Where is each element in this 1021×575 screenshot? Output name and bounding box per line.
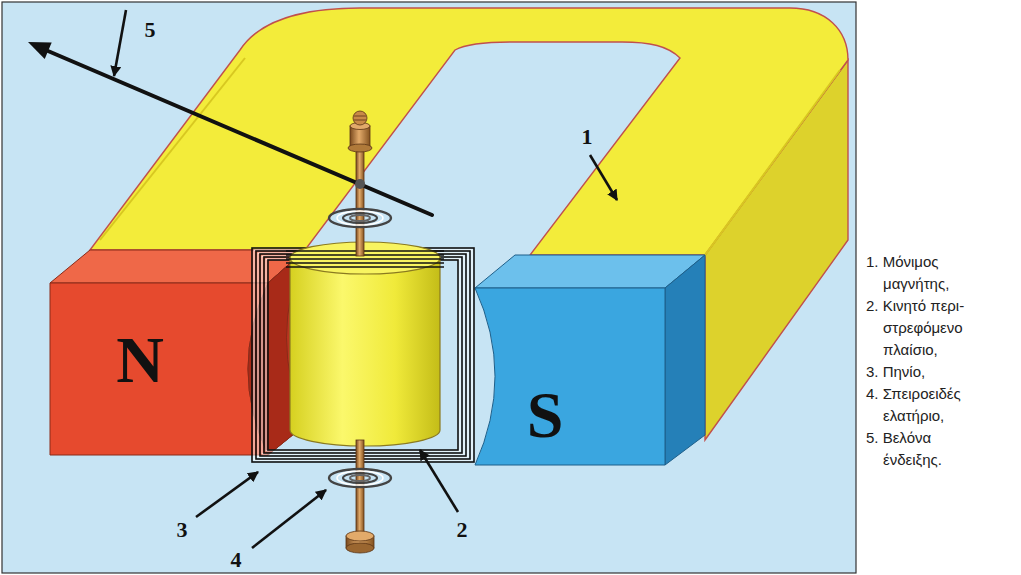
south-pole-block bbox=[475, 255, 705, 465]
callout-number: 3 bbox=[177, 517, 188, 542]
spiral-spring bbox=[350, 215, 370, 221]
permanent-magnet bbox=[90, 8, 848, 255]
bottom-nut bbox=[346, 531, 374, 541]
callout-holder: 5 bbox=[145, 19, 156, 41]
part-name: 1. Μόνιμος μαγνήτης, bbox=[866, 251, 986, 295]
coil-windings bbox=[252, 248, 474, 462]
coil-top-wires bbox=[286, 266, 444, 267]
bottom-nut bbox=[346, 531, 374, 553]
callout-arrows bbox=[196, 472, 258, 517]
coil-windings bbox=[262, 256, 464, 454]
callout-number: 4 bbox=[231, 547, 242, 572]
spiral-spring bbox=[350, 475, 370, 481]
bottom-nut bbox=[346, 543, 374, 553]
coil-windings bbox=[256, 251, 470, 459]
callout-holder: 4 bbox=[231, 549, 242, 571]
permanent-magnet bbox=[700, 70, 840, 262]
pointer-needle bbox=[28, 42, 432, 215]
callout-holder: 3 bbox=[177, 519, 188, 541]
spiral-spring bbox=[343, 213, 377, 223]
top-nut bbox=[348, 144, 372, 152]
coil-windings bbox=[252, 248, 474, 462]
moving-frame-core bbox=[290, 242, 440, 274]
coil-windings bbox=[266, 259, 460, 451]
parts-list: 1. Μόνιμος μαγνήτης,2. Κινητό περι- στρε… bbox=[866, 251, 986, 471]
coil-windings bbox=[264, 257, 462, 453]
spiral-spring bbox=[329, 469, 391, 487]
top-nut bbox=[348, 111, 372, 152]
pointer-needle bbox=[355, 179, 365, 189]
spiral-spring bbox=[343, 473, 377, 483]
coil-windings bbox=[260, 254, 466, 456]
south-pole-block bbox=[475, 288, 665, 465]
shaft bbox=[356, 440, 364, 542]
pole-letter: N bbox=[116, 327, 164, 393]
spiral-spring bbox=[337, 211, 383, 225]
callout-number: 1 bbox=[582, 124, 593, 149]
callout-arrows bbox=[590, 155, 617, 200]
spiral-spring bbox=[337, 471, 383, 485]
top-nut bbox=[353, 111, 367, 125]
coil-windings bbox=[254, 250, 472, 460]
part-name: 4. Σπειροειδές ελατήριο, bbox=[866, 383, 986, 427]
coil-top-wires bbox=[286, 258, 444, 259]
callout-holder: 1 bbox=[582, 126, 593, 148]
coil-top-wires bbox=[286, 254, 444, 255]
moving-frame-core bbox=[290, 258, 440, 446]
callout-number: 2 bbox=[457, 517, 468, 542]
permanent-magnet bbox=[100, 58, 245, 240]
spiral-spring bbox=[329, 209, 391, 227]
part-name: 5. Βελόνα ένδειξης. bbox=[866, 427, 986, 471]
south-pole-face: S bbox=[475, 288, 665, 465]
north-pole-face: N bbox=[50, 283, 268, 455]
pointer-needle bbox=[28, 42, 52, 59]
top-nut bbox=[354, 120, 366, 121]
north-pole-block bbox=[50, 250, 305, 283]
callout-arrows bbox=[252, 490, 326, 548]
coil-top-wires bbox=[286, 251, 444, 267]
north-pole-block bbox=[50, 283, 268, 455]
spiral-spring bbox=[329, 209, 391, 487]
coil-top-wires bbox=[286, 250, 444, 251]
callout-arrows bbox=[114, 10, 126, 76]
background-panel bbox=[2, 2, 856, 573]
coil-windings bbox=[258, 253, 468, 457]
moving-frame-core bbox=[290, 242, 440, 446]
pole-letter: S bbox=[527, 382, 564, 448]
north-pole-block bbox=[50, 250, 305, 455]
callout-number: 5 bbox=[145, 17, 156, 42]
callout-holder: 2 bbox=[457, 519, 468, 541]
coil-top-wires bbox=[286, 262, 444, 263]
callout-arrows bbox=[114, 10, 617, 548]
callout-arrows bbox=[420, 450, 458, 512]
part-name: 2. Κινητό περι- στρεφόμενο πλαίσιο, bbox=[866, 295, 986, 361]
pointer-needle bbox=[48, 51, 432, 215]
south-pole-block bbox=[665, 255, 705, 465]
top-nut bbox=[354, 116, 366, 117]
part-name: 3. Πηνίο, bbox=[866, 361, 986, 383]
